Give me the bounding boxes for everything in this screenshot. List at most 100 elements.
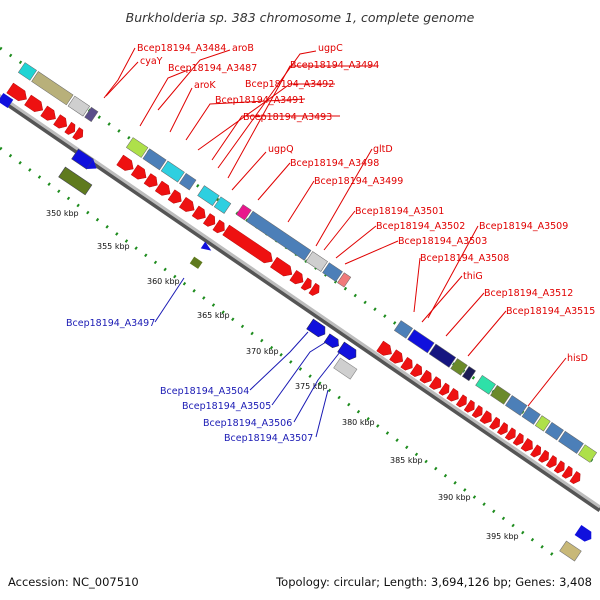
forward-gene-arrow (446, 387, 459, 402)
gene-label: Bcep18194_A3505 (182, 401, 271, 412)
forward-gene-arrow (212, 219, 225, 234)
forward-gene-arrow (438, 382, 450, 396)
reverse-gene-block (559, 540, 582, 562)
reverse-gene-block (574, 525, 592, 542)
scale-label: 365 kbp (197, 311, 230, 320)
forward-gene-arrow (300, 277, 312, 291)
forward-gene-arrow (496, 422, 508, 436)
gene-label: Bcep18194_A3507 (224, 433, 313, 444)
gene-label: Bcep18194_A3506 (203, 418, 292, 429)
forward-gene-arrow (167, 189, 182, 204)
gene-label: aroK (194, 80, 216, 91)
forward-gene-arrow (455, 394, 467, 408)
gc-track-outer (0, 46, 600, 468)
scale-label: 390 kbp (438, 493, 471, 502)
forward-gene-arrow (409, 363, 423, 377)
gene-label: Bcep18194_A3498 (290, 158, 379, 169)
reverse-gene-block (58, 166, 93, 196)
reverse-labels: Bcep18194_A3497 Bcep18194_A3504 Bcep1819… (66, 318, 313, 444)
genome-summary-text: Topology: circular; Length: 3,694,126 bp… (275, 575, 592, 589)
scale-label: 385 kbp (390, 456, 423, 465)
forward-gene-arrow (191, 205, 206, 220)
forward-gene-arrow (429, 376, 442, 390)
forward-gene-arrow (561, 465, 573, 479)
gene-label: ugpQ (268, 144, 294, 155)
forward-gene-arrow (504, 427, 516, 441)
forward-gene-arrow (143, 173, 158, 188)
forward-gene-arrow (154, 180, 171, 196)
gene-label: aroB (232, 43, 254, 54)
forward-labels: Bcep18194_A3484 aroB cyaY Bcep18194_A348… (137, 43, 595, 364)
gene-label: Bcep18194_A3493 (243, 112, 332, 123)
reverse-gene-block (189, 256, 203, 269)
forward-gene-arrow (130, 164, 147, 180)
gene-label: Bcep18194_A3502 (376, 221, 465, 232)
forward-gene-arrow (222, 224, 273, 264)
reverse-gene-block (333, 357, 358, 380)
reverse-gene-block (306, 318, 326, 338)
scale-labels: 350 kbp 355 kbp 360 kbp 365 kbp 370 kbp … (46, 209, 519, 541)
reverse-gene-track (0, 93, 592, 562)
forward-gene-arrow (471, 405, 483, 418)
forward-gene-arrow (6, 82, 27, 102)
forward-gene-arrow (24, 94, 43, 112)
forward-gene-arrow (53, 114, 68, 129)
gene-label: Bcep18194_A3508 (420, 253, 509, 264)
forward-gene-arrow (178, 196, 195, 212)
gene-label: thiG (463, 271, 483, 282)
scale-label: 395 kbp (486, 532, 519, 541)
gene-label: Bcep18194_A3492 (245, 79, 334, 90)
forward-gene-arrow (553, 460, 565, 474)
gc-track-inner (0, 146, 561, 562)
forward-gene-arrow (530, 444, 541, 458)
forward-gene-arrow (569, 471, 581, 484)
forward-gene-arrow (40, 105, 56, 121)
gene-label: Bcep18194_A3484 (137, 43, 226, 54)
forward-gene-arrow (270, 256, 293, 277)
forward-gene-arrow (289, 270, 304, 285)
forward-gene-arrow (376, 340, 392, 356)
forward-gene-arrow (72, 127, 84, 141)
gene-label: Bcep18194_A3509 (479, 221, 568, 232)
forward-gene-arrow (489, 416, 500, 430)
reverse-gene-block (323, 333, 339, 349)
gene-label: Bcep18194_A3487 (168, 63, 257, 74)
reverse-leaders (154, 277, 341, 438)
gene-label: Bcep18194_A3499 (314, 176, 403, 187)
scale-label: 370 kbp (246, 347, 279, 356)
reverse-gene-block (200, 241, 212, 251)
forward-gene-arrow (545, 455, 557, 469)
map-title: Burkholderia sp. 383 chromosome 1, compl… (126, 10, 475, 25)
gene-label: Bcep18194_A3491 (215, 95, 304, 106)
accession-text: Accession: NC_007510 (8, 575, 139, 589)
gene-label: Bcep18194_A3504 (160, 386, 249, 397)
gene-label: cyaY (140, 56, 163, 67)
gene-label: Bcep18194_A3512 (484, 288, 573, 299)
forward-gene-arrow (400, 356, 413, 371)
forward-gene-arrow (512, 432, 524, 446)
forward-leaders (103, 47, 567, 407)
gene-label: Bcep18194_A3497 (66, 318, 155, 329)
gene-label: Bcep18194_A3494 (290, 60, 379, 71)
forward-gene-arrow (64, 121, 76, 135)
gene-label: Bcep18194_A3501 (355, 206, 444, 217)
forward-gene-track (6, 82, 581, 484)
reverse-gene-block (71, 148, 97, 170)
gene-label: ugpC (318, 43, 343, 54)
scale-label: 355 kbp (97, 242, 130, 251)
gene-label: gltD (373, 144, 393, 155)
forward-gene-arrow (308, 282, 320, 296)
scale-label: 380 kbp (342, 418, 375, 427)
scale-label: 375 kbp (295, 382, 328, 391)
forward-gene-arrow (203, 213, 216, 227)
forward-gene-arrow (520, 438, 533, 452)
forward-gene-arrow (479, 410, 492, 424)
gene-label: Bcep18194_A3503 (398, 236, 487, 247)
scale-label: 350 kbp (46, 209, 79, 218)
forward-gene-arrow (463, 399, 475, 413)
forward-gene-arrow (116, 154, 134, 171)
cog-block-track (17, 62, 598, 463)
gene-label: hisD (567, 353, 588, 364)
reverse-gene-block (337, 341, 357, 361)
